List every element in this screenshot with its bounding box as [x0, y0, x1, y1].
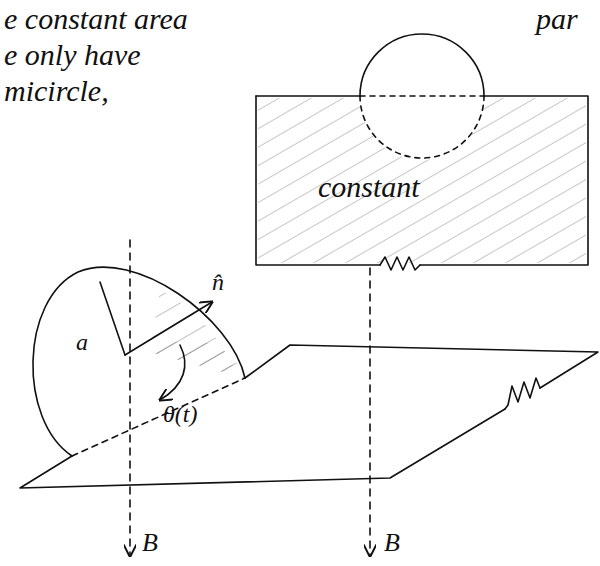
semicircle — [360, 34, 484, 96]
field-line — [129, 240, 131, 556]
note-text: e constant area — [4, 4, 188, 34]
symbol-label: B⃗ — [384, 530, 420, 556]
symbol-label: a — [76, 330, 88, 354]
angle-arc — [160, 345, 185, 400]
note-text: par — [536, 4, 578, 34]
region-label: constant — [318, 170, 420, 203]
field-line — [369, 268, 371, 556]
symbol-label: n̂ — [212, 270, 224, 294]
symbol-label: θ(t) — [163, 402, 197, 426]
hinge-line — [72, 378, 245, 456]
note-text: micircle, — [4, 76, 109, 106]
normal-vector — [125, 302, 212, 355]
constant-area-region: constant — [256, 96, 588, 265]
resistor-symbol — [505, 378, 540, 409]
note-text: e only have — [4, 40, 141, 70]
symbol-label: B⃗ — [142, 530, 178, 556]
semicircle-loop — [33, 267, 245, 456]
loop-outline — [256, 96, 588, 265]
circuit-plane — [20, 345, 598, 488]
radius-line — [100, 282, 125, 355]
